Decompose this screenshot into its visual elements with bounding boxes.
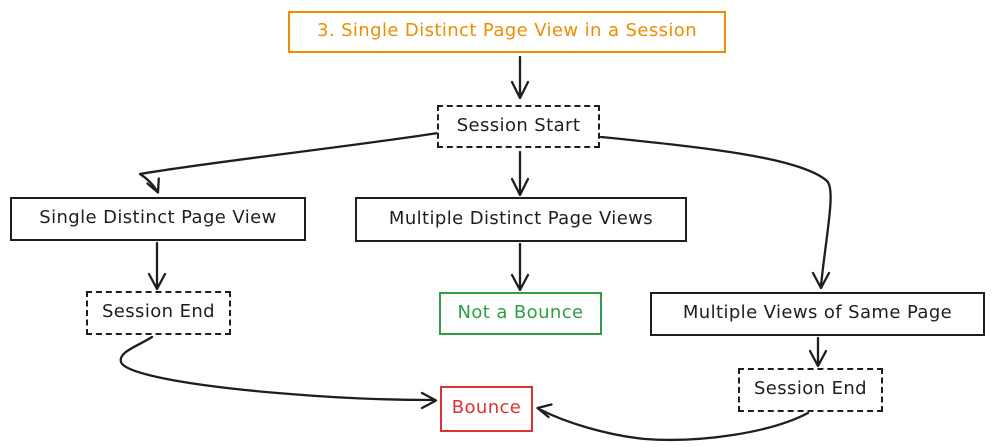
node-multiple-distinct-page-views: Multiple Distinct Page Views: [355, 197, 687, 242]
node-session-end-right-label: Session End: [753, 378, 867, 399]
edge-session-start-to-multiple-distinct: [510, 150, 530, 197]
node-session-end-left: Session End: [86, 291, 231, 335]
node-multiple-distinct-page-views-label: Multiple Distinct Page Views: [388, 207, 654, 229]
node-bounce: Bounce: [440, 386, 533, 432]
node-session-end-left-label: Session End: [101, 301, 215, 322]
node-session-start-label: Session Start: [456, 114, 581, 136]
node-title-label: 3. Single Distinct Page View in a Sessio…: [316, 20, 698, 41]
node-not-a-bounce: Not a Bounce: [439, 292, 602, 335]
node-not-a-bounce-label: Not a Bounce: [457, 301, 584, 323]
node-session-end-right: Session End: [738, 368, 883, 412]
node-multiple-views-of-same-page: Multiple Views of Same Page: [650, 292, 985, 336]
node-multiple-views-of-same-page-label: Multiple Views of Same Page: [682, 302, 953, 323]
edge-session-start-to-single-distinct: [138, 131, 440, 194]
edge-session-end-left-to-bounce: [119, 335, 438, 410]
node-session-start: Session Start: [437, 105, 600, 148]
node-title: 3. Single Distinct Page View in a Sessio…: [288, 11, 726, 53]
edge-multiple-same-to-session-end-right: [808, 336, 828, 368]
node-single-distinct-page-view-label: Single Distinct Page View: [39, 207, 277, 228]
node-bounce-label: Bounce: [451, 397, 522, 418]
edge-title-to-session-start: [510, 55, 530, 100]
node-single-distinct-page-view: Single Distinct Page View: [10, 197, 306, 241]
edge-single-distinct-to-session-end-left: [147, 241, 167, 291]
edge-multiple-distinct-to-not-a-bounce: [510, 242, 530, 292]
